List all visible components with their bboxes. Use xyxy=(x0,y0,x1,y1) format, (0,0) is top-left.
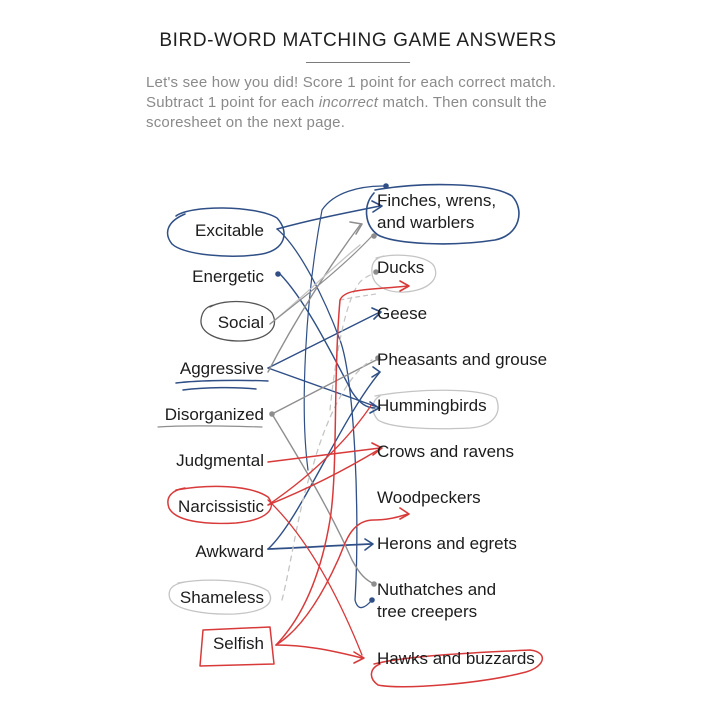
word-label: Shameless xyxy=(180,588,264,607)
annotation-outline xyxy=(372,389,499,430)
word-label: Social xyxy=(218,313,264,332)
intro-emphasis: incorrect xyxy=(318,94,379,111)
match-line xyxy=(267,371,381,550)
match-line xyxy=(339,293,377,301)
arrowhead xyxy=(399,507,410,520)
line-endpoint-dot xyxy=(371,581,377,587)
match-line xyxy=(269,235,373,325)
match-line xyxy=(279,273,376,409)
bird-label: Nuthatches and xyxy=(377,580,496,599)
match-line xyxy=(276,228,373,609)
annotation-outline xyxy=(371,254,437,293)
match-line xyxy=(267,543,373,550)
annotation-outline xyxy=(175,379,269,384)
bird-label: Finches, wrens, xyxy=(377,191,496,210)
word-label: Excitable xyxy=(195,221,264,240)
arrowhead xyxy=(371,442,383,456)
bird-label: Hawks and buzzards xyxy=(377,649,535,668)
line-endpoint-dot xyxy=(375,355,381,361)
arrowhead xyxy=(364,538,374,551)
arrowhead xyxy=(349,221,363,235)
word-label: Energetic xyxy=(192,267,264,286)
match-line xyxy=(267,367,381,409)
match-line xyxy=(267,311,381,369)
arrowhead xyxy=(369,401,380,414)
match-line xyxy=(303,185,385,471)
line-endpoint-dot xyxy=(383,183,389,189)
arrowhead xyxy=(399,280,410,292)
annotation-outline xyxy=(200,300,275,342)
word-label: Disorganized xyxy=(165,405,264,424)
word-label: Judgmental xyxy=(176,451,264,470)
bird-label: Crows and ravens xyxy=(377,442,514,461)
match-line xyxy=(267,447,381,463)
intro-part-1: Let's see how you did! Score 1 point for… xyxy=(146,74,557,111)
match-line xyxy=(276,205,381,230)
intro-text: Let's see how you did! Score 1 point for… xyxy=(146,73,576,133)
page-title: BIRD-WORD MATCHING GAME ANSWERS xyxy=(159,30,557,51)
bird-label: Woodpeckers xyxy=(377,488,481,507)
match-line xyxy=(275,513,409,646)
annotation-outline xyxy=(365,183,520,245)
title-divider xyxy=(306,62,410,63)
annotation-outline xyxy=(370,649,543,688)
match-line xyxy=(271,357,381,415)
line-endpoint-dot xyxy=(369,597,375,603)
bird-label: Geese xyxy=(377,304,427,323)
annotation-outline xyxy=(168,579,272,615)
bird-label: Herons and egrets xyxy=(377,534,517,553)
annotation-outline xyxy=(166,207,285,257)
word-label: Awkward xyxy=(195,542,264,561)
word-label: Aggressive xyxy=(180,359,264,378)
match-line xyxy=(269,244,361,325)
line-endpoint-dot xyxy=(275,271,281,277)
word-label: Narcissistic xyxy=(178,497,264,516)
match-line xyxy=(267,224,361,373)
arrowhead xyxy=(353,651,365,664)
line-endpoint-dot xyxy=(373,269,379,275)
match-line xyxy=(267,499,363,656)
match-line xyxy=(271,413,375,585)
line-endpoint-dot xyxy=(269,411,275,417)
bird-label: Hummingbirds xyxy=(377,396,487,415)
arrowhead xyxy=(371,366,381,378)
arrowhead xyxy=(371,200,383,213)
annotation-outline xyxy=(157,425,263,428)
intro-part-2: match. Then consult the scoresheet on th… xyxy=(146,94,547,131)
arrowhead xyxy=(371,307,382,320)
annotation-outline xyxy=(167,485,273,525)
match-line xyxy=(281,359,373,601)
match-line xyxy=(275,285,409,646)
match-line xyxy=(275,644,363,659)
word-label: Selfish xyxy=(213,634,264,653)
annotation-outline xyxy=(199,626,275,667)
match-line xyxy=(267,449,379,506)
match-line xyxy=(267,403,373,506)
bird-label-line2: and warblers xyxy=(377,213,474,232)
bird-label: Pheasants and grouse xyxy=(377,350,547,369)
annotation-outline xyxy=(182,386,257,391)
line-endpoint-dot xyxy=(371,233,377,239)
bird-label: Ducks xyxy=(377,258,424,277)
bird-label-line2: tree creepers xyxy=(377,602,477,621)
